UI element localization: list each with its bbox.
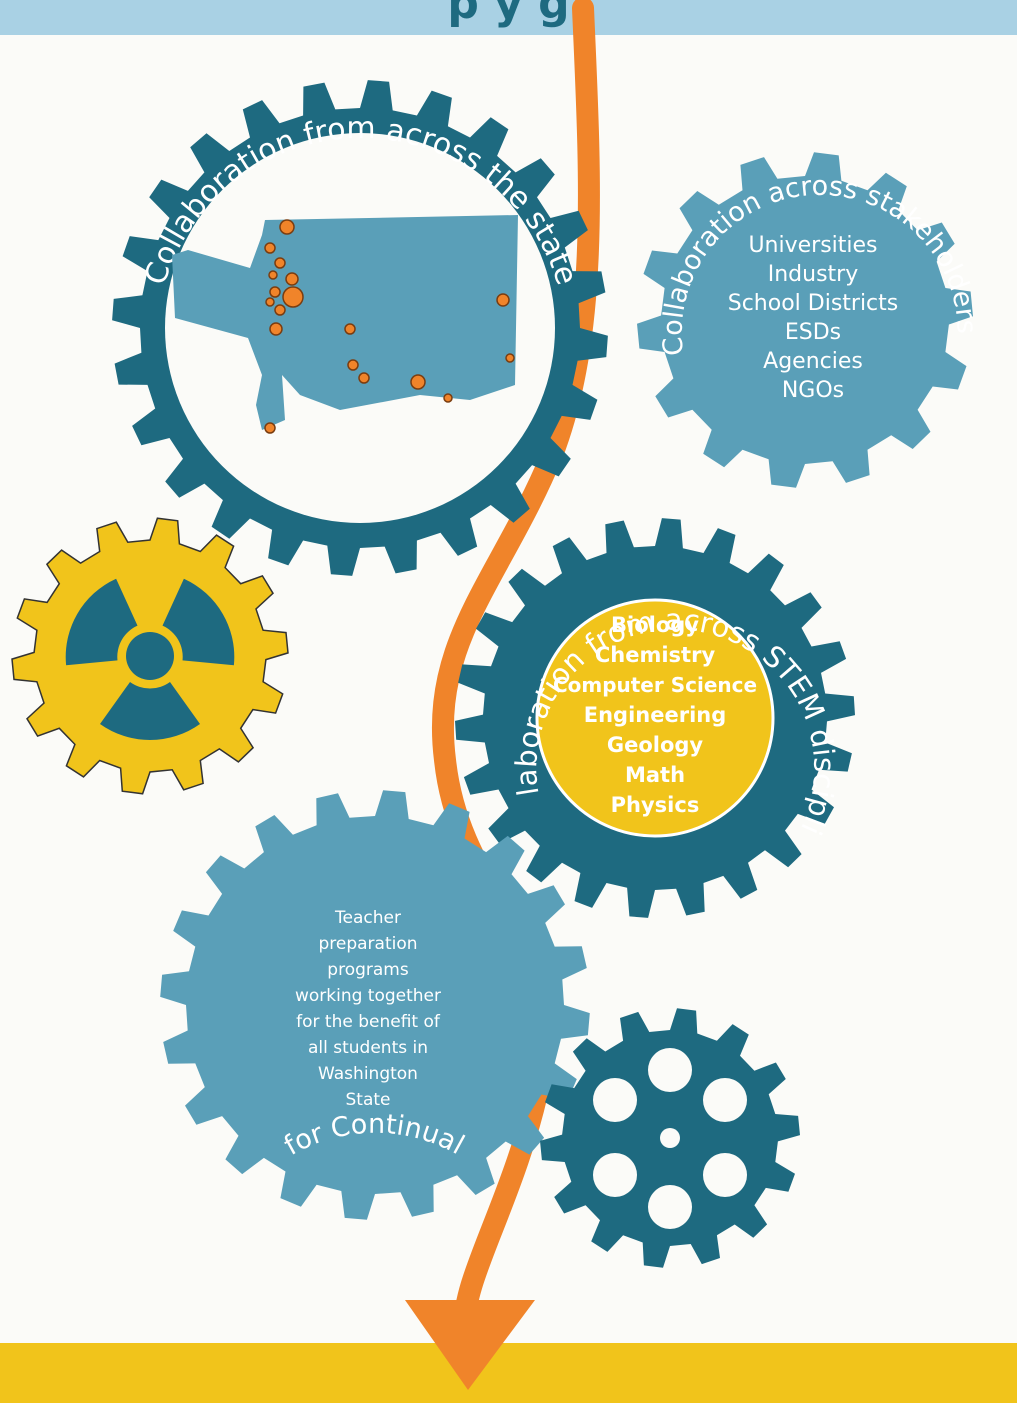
- location-marker: [410, 374, 426, 390]
- gear-small-holes: [540, 1008, 800, 1268]
- gear-yellow-blade: [100, 682, 200, 741]
- location-marker: [505, 353, 515, 363]
- stem-item: Biology: [611, 613, 699, 637]
- location-markers: [264, 219, 515, 434]
- location-marker: [347, 359, 359, 371]
- location-marker: [264, 422, 276, 434]
- stem-item: Chemistry: [595, 643, 716, 667]
- stakeholder-item: Universities: [748, 233, 877, 258]
- gear-stakeholders: Collaboration across stakeholders Univer…: [637, 152, 982, 488]
- improvement-line: State: [346, 1090, 391, 1110]
- stakeholder-item: Industry: [768, 262, 859, 287]
- header-title: p y g: [447, 0, 570, 29]
- location-marker: [496, 293, 510, 307]
- gear-state: Collaboration from across the state: [112, 80, 608, 576]
- gear-small-hole: [648, 1185, 692, 1229]
- stakeholder-item: School Districts: [728, 291, 899, 316]
- header-band: p y g: [0, 0, 1017, 35]
- location-marker: [344, 323, 356, 335]
- location-marker: [274, 304, 286, 316]
- improvement-line: Washington: [318, 1064, 418, 1084]
- gear-yellow-blade: [162, 578, 235, 666]
- stem-item: Physics: [611, 793, 700, 817]
- improvement-text: Teacher preparation programs working tog…: [295, 908, 441, 1110]
- gear-yellow-hub: [126, 632, 174, 680]
- stakeholder-item: ESDs: [785, 320, 841, 345]
- washington-shape: [172, 215, 518, 430]
- gear-improvement-shape: [160, 790, 590, 1220]
- location-marker: [274, 257, 286, 269]
- improvement-line: Teacher: [334, 908, 401, 928]
- gear-stakeholders-shape: [637, 152, 973, 488]
- arrow-head: [405, 1300, 535, 1390]
- location-marker: [265, 297, 275, 307]
- location-marker: [282, 286, 304, 308]
- stem-item: Math: [625, 763, 685, 787]
- location-marker: [269, 322, 283, 336]
- improvement-line: preparation: [318, 934, 417, 954]
- gear-small-hole: [593, 1153, 637, 1197]
- gear-small-hole: [660, 1128, 680, 1148]
- gear-small-hole: [593, 1078, 637, 1122]
- gear-small-hole: [648, 1048, 692, 1092]
- stem-item: Engineering: [584, 703, 727, 727]
- location-marker: [269, 286, 281, 298]
- location-marker: [279, 219, 295, 235]
- gear-small-hole: [703, 1153, 747, 1197]
- improvement-line: working together: [295, 986, 441, 1006]
- gear-yellow-blade: [65, 578, 138, 666]
- stakeholder-item: NGOs: [782, 378, 844, 403]
- stakeholder-list: Universities Industry School Districts E…: [728, 233, 899, 403]
- improvement-line: all students in: [308, 1038, 428, 1058]
- location-marker: [285, 272, 299, 286]
- stem-item: Geology: [607, 733, 704, 757]
- location-marker: [264, 242, 276, 254]
- location-marker: [443, 393, 453, 403]
- gear-small-hole-ring: [593, 1048, 747, 1229]
- gear-yellow: [11, 517, 289, 795]
- footer-band: [0, 1343, 1017, 1403]
- stem-list: Biology Chemistry Computer Science Engin…: [553, 613, 757, 817]
- stakeholder-item: Agencies: [763, 349, 863, 374]
- gear-small-hole: [703, 1078, 747, 1122]
- stem-item: Computer Science: [553, 673, 757, 697]
- improvement-line: for the benefit of: [296, 1012, 441, 1032]
- location-marker: [268, 270, 278, 280]
- gear-stem-center: [535, 598, 775, 838]
- improvement-line: programs: [327, 960, 409, 980]
- washington-map: [172, 215, 518, 434]
- location-marker: [358, 372, 370, 384]
